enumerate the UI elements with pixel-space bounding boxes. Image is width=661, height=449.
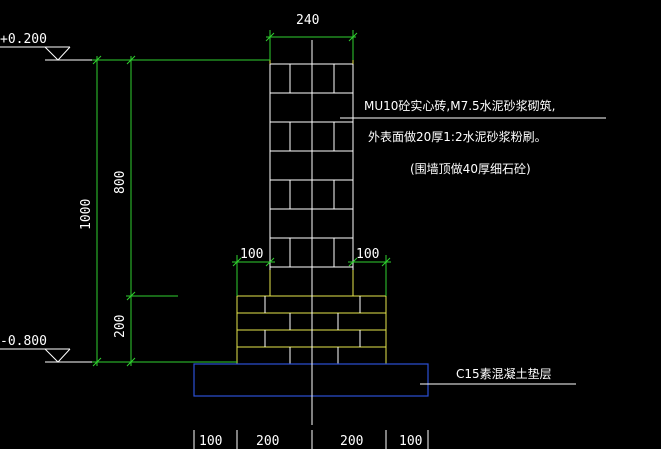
- concrete-cushion: [193, 363, 429, 397]
- height-lower-label: 200: [113, 315, 128, 338]
- height-upper-label: 800: [113, 171, 128, 194]
- offset-right-label: 100: [356, 247, 379, 262]
- bottom-dim-3: 200: [340, 434, 363, 449]
- dimension-bottom: 100 200 200 100: [193, 430, 429, 449]
- bottom-dim-4: 100: [399, 434, 422, 449]
- level-top-label: +0.200: [0, 32, 47, 47]
- note-line-1: MU10砼实心砖,M7.5水泥砂浆砌筑,: [364, 98, 555, 113]
- cushion-label: C15素混凝土垫层: [456, 366, 552, 381]
- dimension-offsets: 100 100: [232, 247, 391, 296]
- offset-left-label: 100: [240, 247, 263, 262]
- bottom-dim-1: 100: [199, 434, 222, 449]
- wall-width-label: 240: [296, 13, 319, 28]
- height-total-label: 1000: [79, 199, 94, 230]
- elevation-top: +0.200: [0, 32, 92, 61]
- bottom-dim-2: 200: [256, 434, 279, 449]
- dimension-wall-width: 240: [265, 13, 358, 60]
- note-line-2: 外表面做20厚1:2水泥砂浆粉刷。: [368, 129, 547, 144]
- level-bottom-label: -0.800: [0, 334, 47, 349]
- notes: MU10砼实心砖,M7.5水泥砂浆砌筑, 外表面做20厚1:2水泥砂浆粉刷。 (…: [340, 98, 606, 385]
- dimension-vertical: 1000 800 200: [79, 55, 270, 367]
- elevation-bottom: -0.800: [0, 334, 92, 363]
- note-line-3: (围墙顶做40厚细石砼): [410, 161, 531, 176]
